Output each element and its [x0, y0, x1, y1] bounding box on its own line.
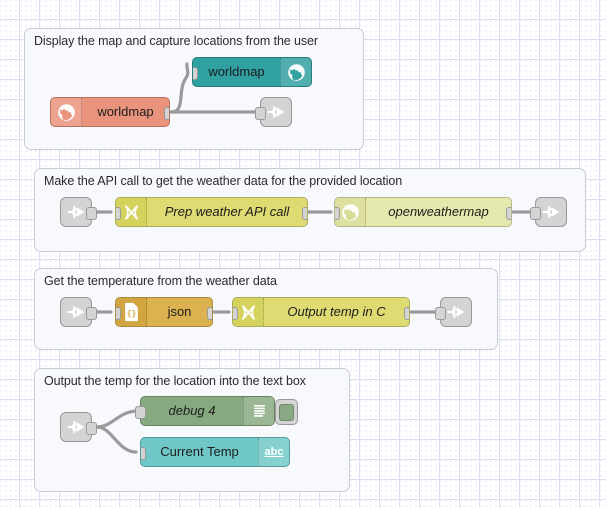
function-icon	[116, 198, 147, 226]
node-output-port[interactable]	[404, 307, 409, 320]
node-link-in-4[interactable]	[60, 412, 97, 442]
node-worldmap-out[interactable]: worldmap	[192, 57, 312, 87]
node-label: worldmap	[97, 104, 154, 119]
node-current-temp[interactable]: Current Temp abc	[140, 437, 290, 467]
node-output-port[interactable]	[86, 207, 97, 220]
node-link-in-2[interactable]	[60, 197, 97, 227]
node-output-port[interactable]	[207, 307, 212, 320]
debug-toggle-button[interactable]	[275, 399, 298, 425]
abc-icon-text: abc	[264, 446, 284, 458]
node-function-prep-weather[interactable]: Prep weather API call	[115, 197, 308, 227]
link-out-icon	[542, 206, 560, 218]
group-display-map[interactable]: Display the map and capture locations fr…	[24, 28, 364, 150]
node-label: json	[167, 304, 192, 319]
globe-icon	[51, 98, 82, 126]
node-label: Output temp in C	[287, 304, 386, 319]
node-link-out-2[interactable]	[530, 197, 567, 227]
group-get-temp[interactable]: Get the temperature from the weather dat…	[34, 268, 498, 350]
link-in-icon	[67, 306, 85, 318]
node-output-port[interactable]	[164, 107, 169, 120]
node-link-out-3[interactable]	[435, 297, 472, 327]
node-input-port[interactable]	[135, 406, 146, 419]
node-input-port[interactable]	[233, 307, 238, 320]
node-output-port[interactable]	[86, 422, 97, 435]
node-output-port[interactable]	[506, 207, 511, 220]
node-input-port[interactable]	[335, 207, 340, 220]
node-label: openweathermap	[388, 204, 489, 219]
svg-text:{}: {}	[126, 308, 136, 318]
json-braces-icon: {}	[116, 298, 147, 326]
function-icon	[233, 298, 264, 326]
group-title: Get the temperature from the weather dat…	[44, 274, 277, 288]
node-input-port[interactable]	[116, 307, 121, 320]
group-title: Display the map and capture locations fr…	[34, 34, 318, 48]
node-output-port[interactable]	[86, 307, 97, 320]
node-input-port[interactable]	[530, 207, 541, 220]
group-title: Make the API call to get the weather dat…	[44, 174, 403, 188]
node-input-port[interactable]	[435, 307, 446, 320]
globe-icon	[280, 58, 311, 86]
debug-lines-icon	[243, 397, 274, 425]
node-input-port[interactable]	[255, 107, 266, 120]
node-link-in-3[interactable]	[60, 297, 97, 327]
abc-icon: abc	[258, 438, 289, 466]
node-output-port[interactable]	[302, 207, 307, 220]
link-out-icon	[447, 306, 465, 318]
node-worldmap-in[interactable]: worldmap	[50, 97, 170, 127]
node-label: worldmap	[208, 64, 265, 79]
node-debug-4[interactable]: debug 4	[135, 396, 298, 426]
link-in-icon	[67, 206, 85, 218]
node-label: Current Temp	[160, 444, 239, 459]
link-out-icon	[267, 106, 285, 118]
node-function-output-temp[interactable]: Output temp in C	[232, 297, 410, 327]
node-label: Prep weather API call	[164, 204, 290, 219]
link-in-icon	[67, 421, 85, 433]
node-input-port[interactable]	[116, 207, 121, 220]
node-link-out-1[interactable]	[255, 97, 292, 127]
globe-icon	[335, 198, 366, 226]
node-json[interactable]: {} json	[115, 297, 213, 327]
node-label: debug 4	[168, 403, 216, 418]
node-input-port[interactable]	[193, 67, 198, 80]
debug-toggle-indicator	[279, 403, 294, 421]
group-title: Output the temp for the location into th…	[44, 374, 306, 388]
node-openweathermap[interactable]: openweathermap	[334, 197, 512, 227]
node-input-port[interactable]	[141, 447, 146, 460]
